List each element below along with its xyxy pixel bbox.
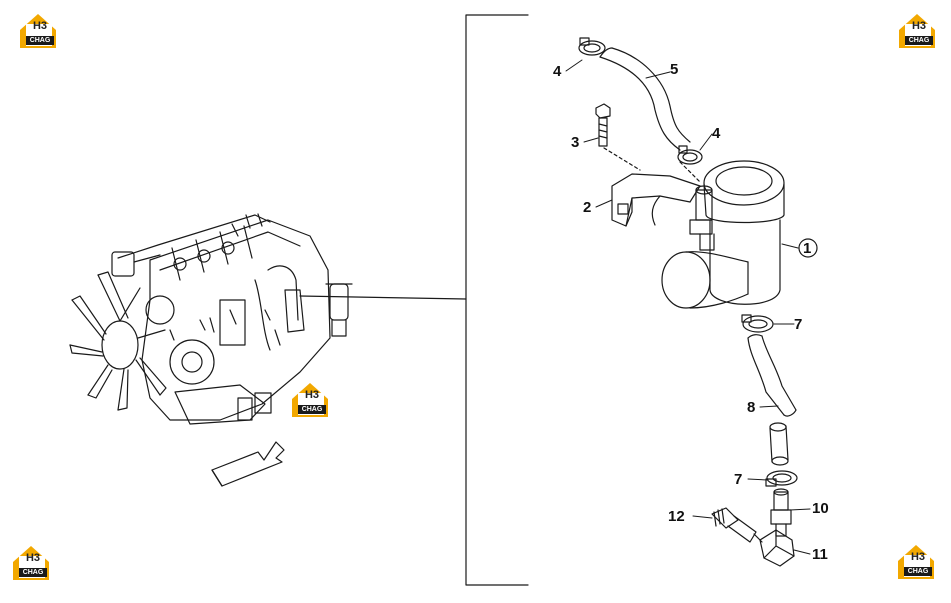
watermark-brand: CHAG <box>26 36 54 45</box>
watermark-logo-center: H3 CHAG <box>292 383 328 417</box>
part-5-hose <box>599 47 691 151</box>
engine-block <box>141 219 331 421</box>
watermark-logo-bottom-right: H3 CHAG <box>898 545 934 579</box>
callout-7-lower: 7 <box>734 471 743 488</box>
callout-11: 11 <box>812 546 828 563</box>
watermark-code: H3 <box>910 551 926 563</box>
engine-leader <box>299 295 467 300</box>
watermark-shapes <box>13 14 935 580</box>
part-11-elbow <box>759 529 795 567</box>
part-3-bolt <box>595 103 611 147</box>
part-10-fitting <box>770 488 792 537</box>
watermark-code: H3 <box>304 389 320 401</box>
watermark-code: H3 <box>25 552 41 564</box>
callout-2: 2 <box>583 199 592 216</box>
watermark-brand: CHAG <box>19 568 47 577</box>
callout-4-top: 4 <box>553 63 562 80</box>
watermark-logo-top-left: H3 CHAG <box>20 14 56 48</box>
callout-3: 3 <box>571 134 580 151</box>
watermark-logo-bottom-left: H3 CHAG <box>13 546 49 580</box>
watermark-brand: CHAG <box>298 405 326 414</box>
engine-fan <box>69 271 167 411</box>
callout-10: 10 <box>812 500 829 517</box>
callout-7-upper: 7 <box>794 316 803 333</box>
frame-bracket <box>465 14 529 586</box>
part-8-hose <box>747 334 797 466</box>
callout-12: 12 <box>668 508 685 525</box>
callout-8: 8 <box>747 399 756 416</box>
callout-4-lower: 4 <box>712 125 721 142</box>
watermark-code: H3 <box>911 20 927 32</box>
watermark-logo-top-right: H3 CHAG <box>899 14 935 48</box>
callout-1: 1 <box>803 240 812 257</box>
leader-lines <box>565 59 811 555</box>
engine-assembly <box>69 213 353 425</box>
callout-5: 5 <box>670 61 679 78</box>
watermark-brand: CHAG <box>905 36 933 45</box>
watermark-code: H3 <box>32 20 48 32</box>
part-4-hose-clamp-lower <box>677 145 703 165</box>
part-2-bracket <box>611 173 701 227</box>
callout-1-ring <box>798 238 818 258</box>
watermark-brand: CHAG <box>904 567 932 576</box>
part-7-hose-clamp-lower <box>765 470 798 487</box>
part-1-breather <box>661 160 785 309</box>
direction-arrow <box>211 441 285 487</box>
part-4-hose-clamp-top <box>578 37 606 56</box>
part-12-adapter <box>711 507 763 543</box>
part-7-hose-clamp-upper <box>741 314 774 333</box>
